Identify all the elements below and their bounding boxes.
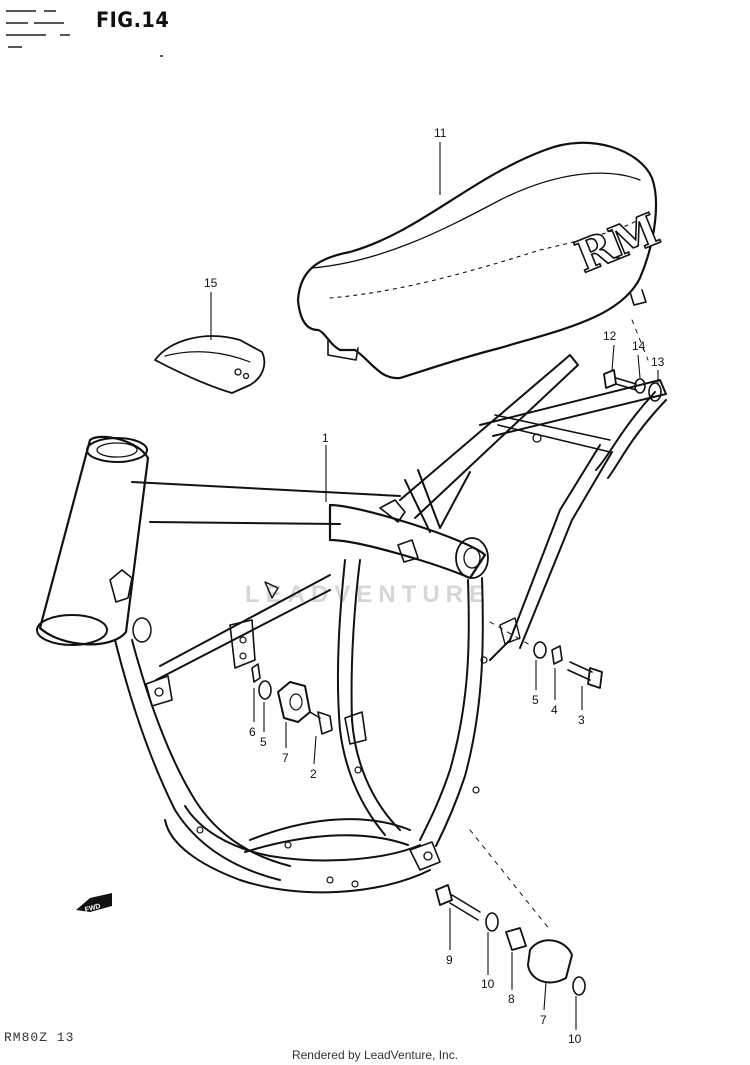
callout-11: 11 — [434, 126, 447, 140]
seat-bracket — [154, 335, 266, 394]
callout-6: 6 — [249, 725, 256, 739]
callout-1: 1 — [322, 431, 329, 445]
footer-credit: Rendered by LeadVenture, Inc. — [291, 1048, 459, 1062]
callout-3: 3 — [578, 713, 585, 727]
seat-rm-lettering: RM — [569, 204, 667, 283]
fwd-arrow-icon: FWD — [76, 893, 112, 914]
lower-mount-hardware — [435, 829, 586, 996]
callout-9: 9 — [446, 953, 453, 967]
callout-7-left: 7 — [282, 751, 289, 765]
callout-14: 14 — [632, 339, 646, 353]
callout-12: 12 — [603, 329, 617, 343]
callout-8: 8 — [508, 992, 515, 1006]
scan-marks — [6, 10, 163, 57]
fwd-label: FWD — [84, 903, 101, 914]
callout-7-lower: 7 — [540, 1013, 547, 1027]
engine-mount-hardware-right — [489, 621, 603, 689]
leader-lines — [210, 142, 659, 1030]
frame — [36, 354, 667, 894]
callout-2: 2 — [310, 767, 317, 781]
callout-4: 4 — [551, 703, 558, 717]
callout-10-upper: 10 — [481, 977, 495, 991]
watermark: LEADVENTURE — [245, 581, 491, 608]
callout-13: 13 — [651, 355, 665, 369]
callout-5-left: 5 — [260, 735, 267, 749]
seat-bolt-hardware — [603, 319, 662, 402]
model-code: RM80Z 13 — [4, 1030, 75, 1045]
figure-title: FIG.14 — [96, 8, 170, 32]
callout-5-right: 5 — [532, 693, 539, 707]
callout-15: 15 — [204, 276, 218, 290]
engine-mount-hardware-left — [251, 663, 333, 735]
callout-10-lower: 10 — [568, 1032, 582, 1046]
